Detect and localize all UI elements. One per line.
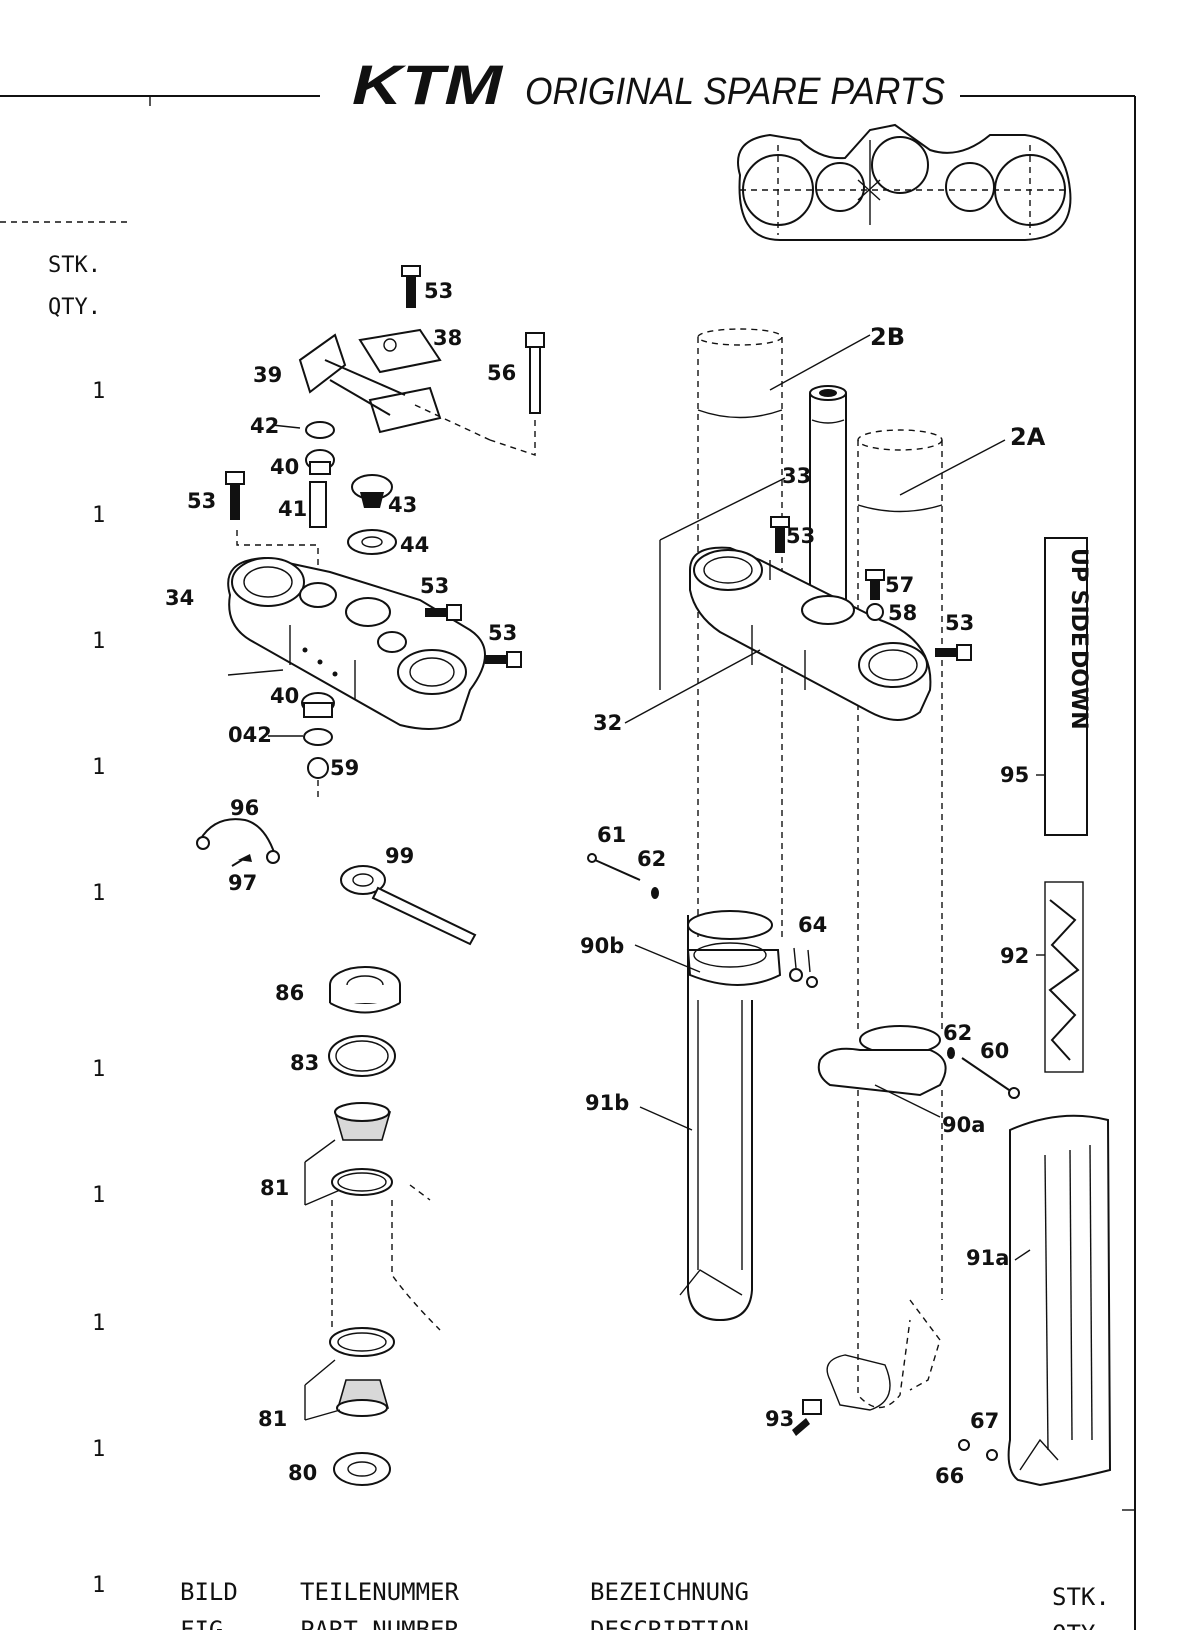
callout-label: 53 xyxy=(786,524,815,548)
qty-value: 1 xyxy=(92,1057,105,1082)
qty-heading-footer-de: STK. xyxy=(1052,1583,1110,1611)
pin-41 xyxy=(309,481,327,528)
sticker-92 xyxy=(1044,881,1084,1073)
leader-lines xyxy=(227,334,1045,1261)
qty-value: 1 xyxy=(92,755,105,780)
bolt-53 xyxy=(406,272,416,308)
callout-label: 93 xyxy=(765,1407,794,1431)
fork-assembly: UP SIDE DOWN xyxy=(587,328,1112,1487)
callout-label: 96 xyxy=(230,796,259,820)
upper-triple-clamp xyxy=(227,556,486,730)
callout-label: 92 xyxy=(1000,944,1029,968)
desc-heading-en: DESCRIPTION xyxy=(590,1616,749,1630)
callout-label: 32 xyxy=(593,711,622,735)
callout-label: 64 xyxy=(798,913,827,937)
handlebar-clamp xyxy=(298,328,442,434)
callout-label: 99 xyxy=(385,844,414,868)
qty-value: 1 xyxy=(92,1311,105,1336)
callout-label: 67 xyxy=(970,1409,999,1433)
sticker-95-upside-down: UP SIDE DOWN xyxy=(1044,537,1091,836)
sticker-text-upside: UP SIDE xyxy=(1066,548,1091,647)
callout-label: 042 xyxy=(228,723,272,747)
desc-heading-de: BEZEICHNUNG xyxy=(590,1578,749,1606)
callouts: 53 38 56 39 42 40 53 41 43 44 34 53 53 4… xyxy=(165,279,1046,1488)
part-heading-de: TEILENUMMER xyxy=(300,1578,459,1606)
callout-label: 83 xyxy=(290,1051,319,1075)
callout-label: 56 xyxy=(487,361,516,385)
ktm-logo-text: KTM xyxy=(352,53,504,116)
ktm-logo: KTM xyxy=(352,53,504,116)
callout-label: 40 xyxy=(270,684,299,708)
fig-heading-de: BILD xyxy=(180,1578,238,1606)
qty-value: 1 xyxy=(92,1437,105,1462)
qty-heading-de: STK. xyxy=(48,253,101,278)
callout-label: 2A xyxy=(1010,423,1046,451)
callout-label: 53 xyxy=(187,489,216,513)
callout-label: 80 xyxy=(288,1461,317,1485)
qty-value: 1 xyxy=(92,1183,105,1208)
callout-label: 66 xyxy=(935,1464,964,1488)
callout-label: 91b xyxy=(585,1091,629,1115)
callout-label: 53 xyxy=(424,279,453,303)
callout-label: 62 xyxy=(943,1021,972,1045)
fork-guard-91a xyxy=(1007,1114,1112,1487)
qty-column: STK. QTY. 1 1 1 1 1 1 1 1 1 xyxy=(48,253,105,1462)
callout-label: 59 xyxy=(330,756,359,780)
page-title: ORIGINAL SPARE PARTS xyxy=(525,71,945,113)
callout-label: 44 xyxy=(400,533,429,557)
part-heading-en: PART NUMBER xyxy=(300,1616,459,1630)
qty-heading-footer-en: QTY. xyxy=(1052,1620,1110,1630)
callout-label: 33 xyxy=(782,464,811,488)
callout-label: 53 xyxy=(945,611,974,635)
qty-heading-en: QTY. xyxy=(48,295,101,320)
lower-triple-clamp xyxy=(689,546,932,721)
callout-label: 57 xyxy=(885,573,914,597)
callout-label: 60 xyxy=(980,1039,1009,1063)
callout-label: 95 xyxy=(1000,763,1029,787)
callout-label: 90b xyxy=(580,934,624,958)
callout-label: 81 xyxy=(260,1176,289,1200)
bolt-56 xyxy=(529,344,541,414)
callout-label: 40 xyxy=(270,455,299,479)
callout-label: 2B xyxy=(870,323,905,351)
callout-label: 38 xyxy=(433,326,462,350)
sticker-text-down: DOWN xyxy=(1066,650,1091,730)
callout-label: 34 xyxy=(165,586,194,610)
fig-heading-en: FIG. xyxy=(180,1616,238,1630)
callout-label: 43 xyxy=(388,493,417,517)
callout-label: 86 xyxy=(275,981,304,1005)
callout-label: 42 xyxy=(250,414,279,438)
qty-value: 1 xyxy=(92,881,105,906)
table-header: 1 BILD FIG. TEILENUMMER PART NUMBER BEZE… xyxy=(92,1573,1110,1634)
left-exploded-parts xyxy=(196,265,545,1486)
callout-label: 90a xyxy=(942,1113,985,1137)
callout-label: 61 xyxy=(597,823,626,847)
callout-label: 53 xyxy=(420,574,449,598)
callout-label: 91a xyxy=(966,1246,1009,1270)
callout-label: 53 xyxy=(488,621,517,645)
spanner-tool xyxy=(340,865,477,946)
callout-label: 81 xyxy=(258,1407,287,1431)
qty-value: 1 xyxy=(92,503,105,528)
callout-label: 41 xyxy=(278,497,307,521)
callout-label: 39 xyxy=(253,363,282,387)
header: KTM ORIGINAL SPARE PARTS xyxy=(0,53,1136,1630)
qty-value: 1 xyxy=(92,379,105,404)
qty-value: 1 xyxy=(92,1573,105,1598)
callout-label: 97 xyxy=(228,871,257,895)
callout-label: 58 xyxy=(888,601,917,625)
offset-sketch xyxy=(737,123,1072,241)
callout-label: 62 xyxy=(637,847,666,871)
qty-value: 1 xyxy=(92,629,105,654)
